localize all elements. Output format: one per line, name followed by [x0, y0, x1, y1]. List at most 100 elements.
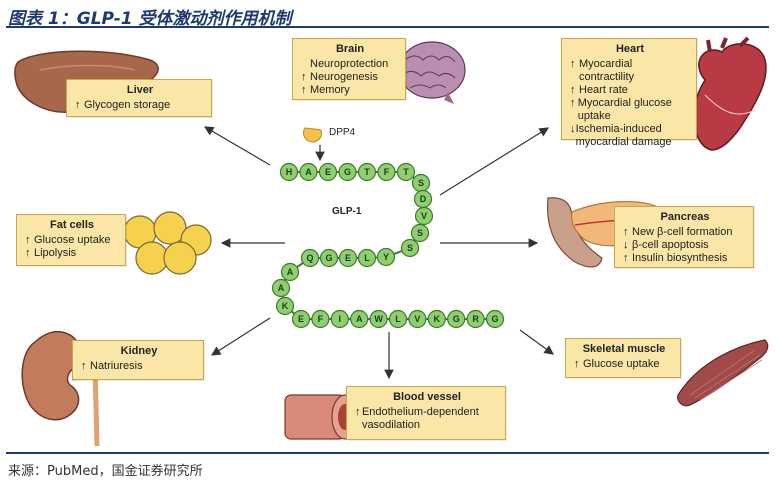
heart-effect-text: Ischemia-induced myocardial damage — [575, 123, 672, 148]
figure-title: 图表 1：GLP-1 受体激动剂作用机制 — [8, 9, 292, 29]
amino-acid-bead — [311, 309, 330, 329]
arrow-kidney — [210, 317, 271, 356]
kidney-effect-text: Natriuresis — [90, 360, 143, 372]
arrow-heart — [439, 127, 550, 196]
vessel-effect: ↑Endothelium-dependent vasodilation — [355, 406, 499, 432]
amino-acid-bead — [447, 309, 466, 329]
liver-effect-text: Glycogen storage — [84, 99, 171, 111]
brain-box: Brain Neuroprotection↑Neurogenesis↑Memor… — [292, 38, 406, 100]
amino-acid-letter: E — [325, 167, 331, 177]
kidney-box: Kidney ↑Natriuresis — [72, 340, 204, 380]
dpp4-label: DPP4 — [329, 127, 356, 138]
peptide-backbone — [279, 171, 495, 320]
blood-vessel-title: Blood vessel — [393, 391, 461, 403]
fat-effect: ↑Lipolysis — [25, 247, 119, 260]
pancreas-title: Pancreas — [660, 211, 710, 223]
amino-acid-bead — [357, 162, 377, 182]
amino-acid-bead — [299, 162, 318, 182]
fat-cells-box: Fat cells ↑Glucose uptake↑Lipolysis — [16, 214, 126, 266]
amino-acid-letter: G — [453, 314, 460, 324]
amino-acid-letter: A — [356, 314, 363, 324]
heart-effect-text: Myocardial contractility — [578, 58, 635, 83]
up-arrow-icon: ↑ — [81, 360, 87, 372]
up-arrow-icon: ↑ — [570, 97, 576, 109]
brain-effect: ↑Neurogenesis — [301, 71, 399, 84]
effect-arrows — [203, 126, 554, 380]
skeletal-muscle-title: Skeletal muscle — [582, 343, 666, 355]
amino-acid-letter: S — [418, 178, 424, 188]
blood-vessel-box: Blood vessel ↑Endothelium-dependent vaso… — [346, 386, 506, 440]
fat-cells-icon — [123, 211, 212, 275]
fat-cells-title: Fat cells — [49, 219, 95, 231]
kidney-title: Kidney — [120, 345, 158, 357]
arrow-liver — [203, 126, 271, 166]
arrow-muscle — [519, 329, 554, 355]
amino-acid-letter: V — [421, 211, 427, 221]
glp1-label: GLP-1 — [332, 206, 362, 217]
amino-acid-bead — [338, 162, 357, 182]
heart-icon — [692, 36, 767, 151]
up-arrow-icon: ↑ — [623, 252, 629, 264]
pancreas-effect: ↓β-cell apoptosis — [623, 239, 747, 252]
heart-effect-text: Myocardial glucose uptake — [577, 97, 672, 122]
pancreas-effect: ↑New β-cell formation — [623, 226, 747, 239]
up-arrow-icon: ↑ — [574, 358, 580, 370]
amino-acid-letter: D — [420, 194, 427, 204]
down-arrow-icon: ↓ — [623, 239, 629, 251]
up-arrow-icon: ↑ — [570, 84, 576, 96]
fat-effect-text: Lipolysis — [34, 247, 77, 259]
brain-effect: ↑Memory — [301, 84, 399, 97]
amino-acid-letter: Y — [383, 252, 389, 262]
skeletal-muscle-box: Skeletal muscle ↑Glucose uptake — [565, 338, 681, 378]
amino-acid-letter: V — [414, 314, 420, 324]
amino-acid-letter: K — [434, 314, 441, 324]
amino-acid-letter: R — [472, 314, 479, 324]
brain-effect-text: Memory — [310, 84, 350, 96]
amino-acid-letter: K — [282, 301, 289, 311]
amino-acid-bead — [400, 238, 420, 258]
amino-acid-letter: Q — [306, 253, 313, 263]
amino-acid-letter: I — [339, 314, 342, 324]
heart-title: Heart — [615, 43, 645, 55]
amino-acid-bead — [318, 162, 338, 182]
liver-effect: ↑Glycogen storage — [75, 99, 205, 112]
pancreas-box: Pancreas ↑New β-cell formation↓β-cell ap… — [614, 206, 754, 268]
fat-effect: ↑Glucose uptake — [25, 234, 119, 247]
amino-acid-bead — [388, 309, 408, 329]
heart-effect: ↑Myocardial contractility — [570, 58, 690, 84]
amino-acid-bead — [427, 309, 446, 329]
amino-acid-bead — [271, 278, 291, 298]
amino-acid-letter: T — [364, 167, 370, 177]
pancreas-effect-text: Insulin biosynthesis — [632, 252, 728, 264]
amino-acid-letter: S — [407, 243, 413, 253]
amino-acid-letter: S — [417, 228, 423, 238]
skeletal-muscle-icon — [677, 339, 769, 407]
amino-acid-bead — [408, 309, 427, 329]
amino-acid-bead — [279, 162, 299, 182]
amino-acid-letter: G — [325, 253, 332, 263]
amino-acid-bead — [466, 309, 485, 329]
pancreas-effect-text: β-cell apoptosis — [632, 239, 709, 251]
up-arrow-icon: ↑ — [25, 247, 31, 259]
down-arrow-icon: ↓ — [570, 123, 576, 135]
muscle-effect-text: Glucose uptake — [583, 358, 660, 370]
amino-acid-letter: W — [374, 314, 383, 324]
amino-acid-letter: T — [403, 167, 409, 177]
amino-acid-letter: H — [286, 167, 293, 177]
muscle-effect: ↑Glucose uptake — [574, 358, 674, 371]
amino-acid-letter: G — [491, 314, 498, 324]
amino-acid-letter: E — [298, 314, 304, 324]
vessel-effect-text: Endothelium-dependent vasodilation — [361, 406, 479, 431]
amino-acid-letter: A — [305, 167, 312, 177]
amino-acid-bead — [300, 248, 320, 268]
up-arrow-icon: ↑ — [25, 234, 31, 246]
heart-effect-text: Heart rate — [579, 84, 628, 96]
amino-acid-bead — [357, 248, 377, 268]
amino-acid-bead — [414, 206, 434, 226]
footer-rule — [6, 452, 769, 454]
up-arrow-icon: ↑ — [570, 58, 576, 70]
liver-box: Liver ↑Glycogen storage — [66, 79, 212, 117]
amino-acid-bead — [350, 309, 369, 329]
amino-acid-bead — [485, 309, 505, 329]
